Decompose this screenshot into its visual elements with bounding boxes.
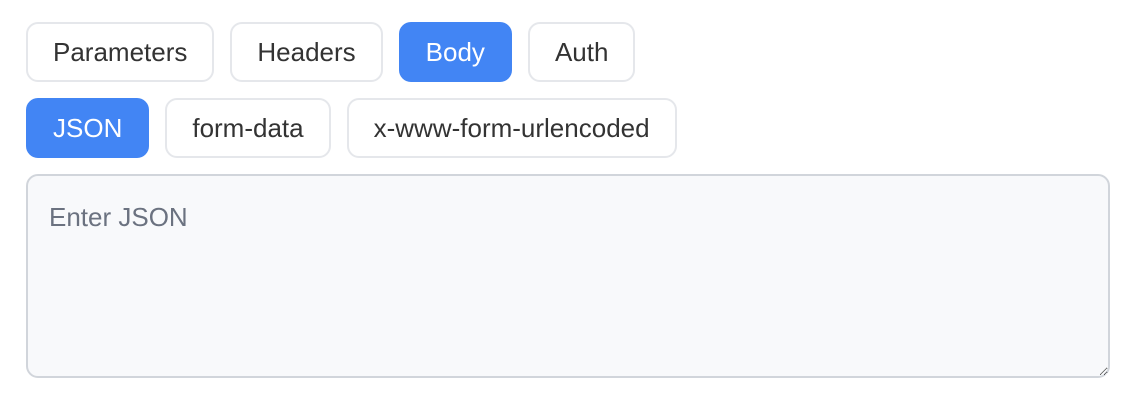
tab-headers[interactable]: Headers	[230, 22, 383, 82]
body-type-form-data[interactable]: form-data	[165, 98, 331, 158]
tab-body[interactable]: Body	[398, 22, 512, 82]
body-type-json[interactable]: JSON	[26, 98, 150, 158]
tab-parameters[interactable]: Parameters	[26, 22, 215, 82]
tab-auth[interactable]: Auth	[527, 22, 636, 82]
request-tabs: Parameters Headers Body Auth	[26, 22, 636, 82]
json-body-input[interactable]	[26, 174, 1110, 378]
body-type-selector: JSON form-data x-www-form-urlencoded	[26, 98, 677, 158]
body-type-urlencoded[interactable]: x-www-form-urlencoded	[346, 98, 677, 158]
json-editor-container	[26, 174, 1110, 378]
